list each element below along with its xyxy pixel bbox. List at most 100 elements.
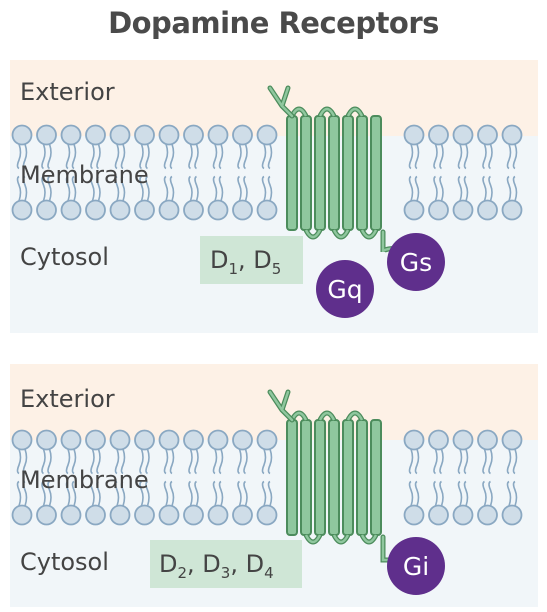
lipid-tail <box>41 143 46 170</box>
lipid-tail <box>433 143 438 170</box>
lipid-tail <box>408 143 414 170</box>
lipid-head <box>36 429 57 451</box>
lipid-tail <box>439 175 444 202</box>
lipid-head <box>477 429 498 451</box>
lipid-head <box>36 124 57 146</box>
lipid-tail <box>194 175 199 202</box>
lipid-head <box>403 199 425 221</box>
lipid-tail <box>439 448 444 475</box>
lipid-tail <box>237 175 242 202</box>
receptor-subscript: 4 <box>264 564 274 582</box>
lipid-tail <box>120 143 126 170</box>
lipid-head <box>11 124 33 146</box>
membrane-label: Membrane <box>20 466 149 494</box>
lipid-tail <box>22 448 28 475</box>
lipid-tail <box>512 143 518 170</box>
g-protein-gi: Gi <box>387 537 445 595</box>
lipid-head <box>207 199 229 221</box>
lipid-tail <box>139 448 144 475</box>
lipid-head <box>85 429 106 451</box>
lipid-tail <box>114 480 120 507</box>
lipid-tail <box>65 448 71 475</box>
lipid-tail <box>90 448 95 475</box>
lipid-bilayer <box>11 429 523 526</box>
receptor-separator: , <box>230 550 245 578</box>
lipid-tail <box>90 175 95 202</box>
lipid-tail <box>506 143 512 170</box>
lipid-head <box>428 504 449 526</box>
lipid-tail <box>512 480 518 507</box>
lipid-tail <box>408 448 414 475</box>
lipid-tail <box>120 448 126 475</box>
lipid-tail <box>163 175 169 202</box>
lipid-tail <box>482 143 487 170</box>
lipid-head <box>183 124 204 146</box>
lipid-head <box>109 429 131 451</box>
lipid-tail <box>267 480 273 507</box>
helix <box>328 419 340 536</box>
lipid-tail <box>163 448 169 475</box>
lipid-tail <box>163 143 169 170</box>
receptor-subscript: 5 <box>272 260 282 278</box>
lipid-head <box>452 429 474 451</box>
lipid-tail <box>488 480 493 507</box>
receptor-helix-icon <box>267 389 403 563</box>
helix-loop <box>346 411 364 421</box>
lipid-tail <box>243 143 248 170</box>
receptor-label-box <box>200 236 303 284</box>
lipid-tail <box>16 143 22 170</box>
lipid-tail <box>194 143 199 170</box>
lipid-tail <box>169 143 175 170</box>
lipid-tail <box>218 143 224 170</box>
lipid-tail <box>243 448 248 475</box>
lipid-tail <box>71 143 77 170</box>
helix <box>300 419 312 536</box>
receptor-subscript: 2 <box>177 564 187 582</box>
helix-loop <box>318 107 336 117</box>
lipid-head <box>501 199 523 221</box>
lipid-tail <box>414 143 420 170</box>
receptor-letter: D <box>202 550 220 578</box>
lipid-tail <box>188 448 193 475</box>
lipid-tail <box>163 480 169 507</box>
helix <box>356 115 368 231</box>
lipid-head <box>256 504 278 526</box>
helix <box>314 115 326 231</box>
lipid-head <box>183 504 204 526</box>
receptor-separator: , <box>238 246 253 274</box>
helix <box>328 115 340 231</box>
lipid-tail <box>96 480 101 507</box>
lipid-tail <box>145 143 150 170</box>
lipid-tail <box>261 448 267 475</box>
lipid-head <box>85 504 106 526</box>
helix-loop <box>332 534 350 544</box>
lipid-head <box>11 504 33 526</box>
lipid-tail <box>65 143 71 170</box>
lipid-head <box>183 429 204 451</box>
lipid-tail <box>261 143 267 170</box>
lipid-tail <box>482 480 487 507</box>
lipid-tail <box>188 175 193 202</box>
helix <box>286 115 298 231</box>
lipid-tail <box>482 448 487 475</box>
lipid-tail <box>457 143 463 170</box>
lipid-tail <box>261 480 267 507</box>
lipid-head <box>207 124 229 146</box>
exterior-label: Exterior <box>20 385 115 413</box>
receptor-subscript: 3 <box>221 564 231 582</box>
lipid-tail <box>169 480 175 507</box>
lipid-tail <box>114 175 120 202</box>
receptor-letter: D <box>253 246 271 274</box>
helix-loop <box>346 107 364 117</box>
lipid-tail <box>457 480 463 507</box>
lipid-tail <box>243 175 248 202</box>
lipid-head <box>36 199 57 221</box>
lipid-tail <box>482 175 487 202</box>
lipid-head <box>501 429 523 451</box>
lipid-head <box>477 504 498 526</box>
lipid-head <box>134 124 155 146</box>
lipid-tail <box>506 480 512 507</box>
lipid-tail <box>237 448 242 475</box>
g-protein-label: Gs <box>400 248 432 277</box>
